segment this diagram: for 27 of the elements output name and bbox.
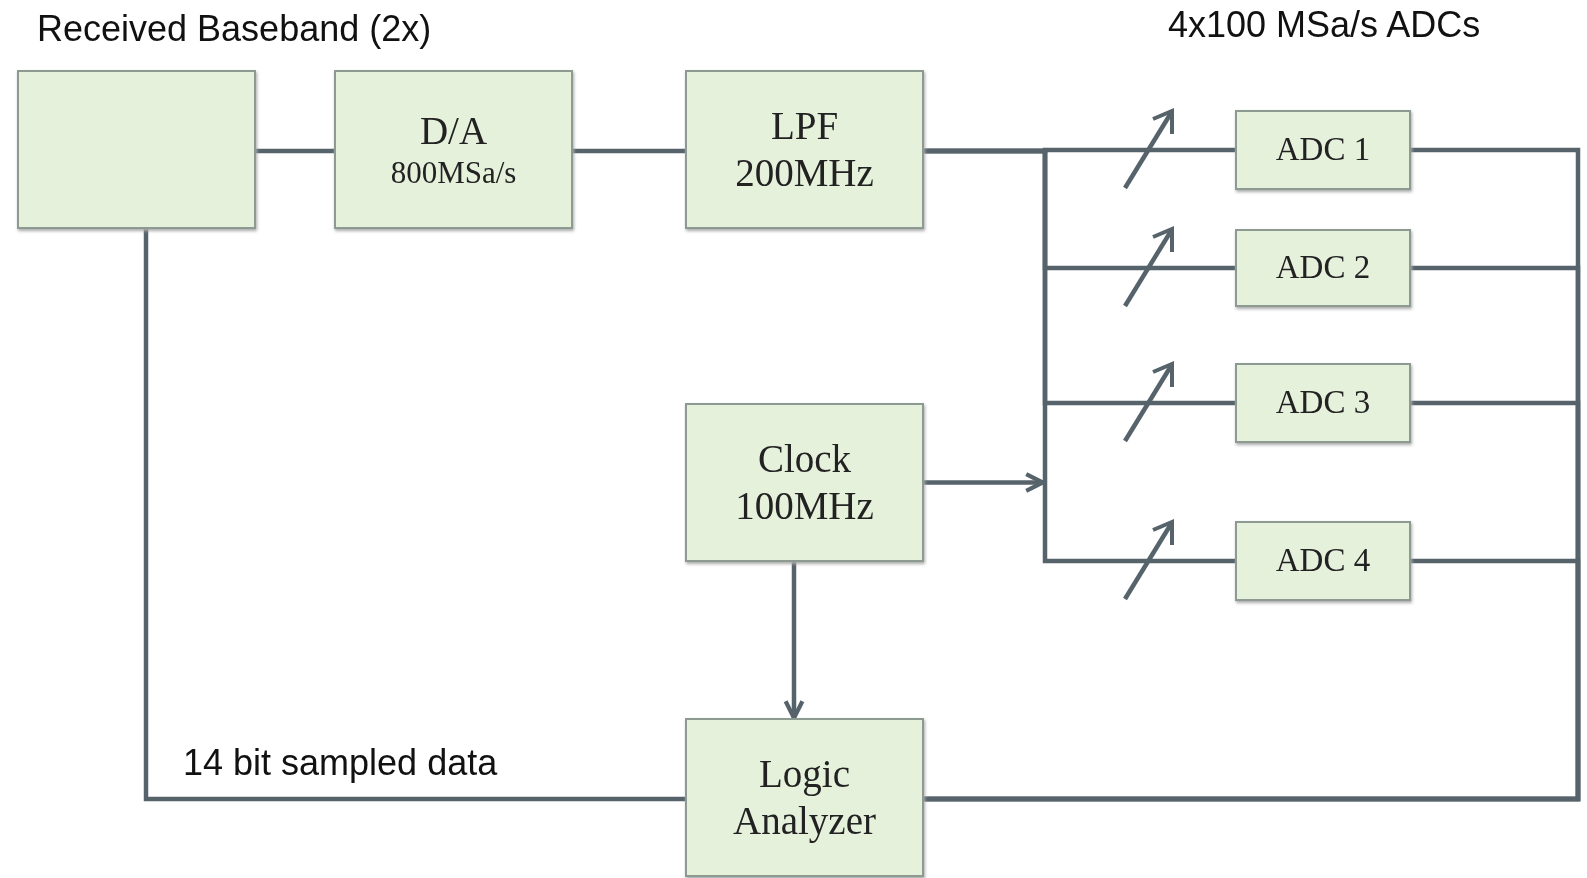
- connector-line: [924, 558, 1581, 802]
- empty-box: [17, 70, 256, 229]
- connector-line: [256, 148, 334, 154]
- box-label: D/A: [419, 107, 488, 154]
- box-label: ADC 1: [1275, 130, 1371, 170]
- box-label: 800MSa/s: [390, 154, 517, 192]
- box-label: Clock 100MHz: [734, 435, 875, 529]
- process-box: [1235, 110, 1411, 190]
- arrow: [924, 472, 1046, 493]
- connector-line: [924, 148, 1235, 564]
- connector-line: [573, 148, 685, 154]
- box-label: ADC 4: [1275, 541, 1371, 581]
- process-box: [1235, 229, 1411, 307]
- process-box: [1235, 363, 1411, 443]
- process-box: [1235, 521, 1411, 601]
- annotation-text: Received Baseband (2x): [37, 8, 432, 50]
- process-box: [685, 718, 924, 877]
- box-label: LPF 200MHz: [734, 102, 875, 196]
- box-label: ADC 3: [1275, 383, 1371, 423]
- annotation-text: 4x100 MSa/s ADCs: [1168, 4, 1481, 46]
- box-label: ADC 2: [1275, 248, 1371, 288]
- arrow: [783, 562, 805, 721]
- process-box: [685, 403, 924, 562]
- box-label: Logic Analyzer: [732, 750, 877, 845]
- process-box: [334, 70, 573, 229]
- process-box: [685, 70, 924, 229]
- connector-line: [143, 229, 685, 802]
